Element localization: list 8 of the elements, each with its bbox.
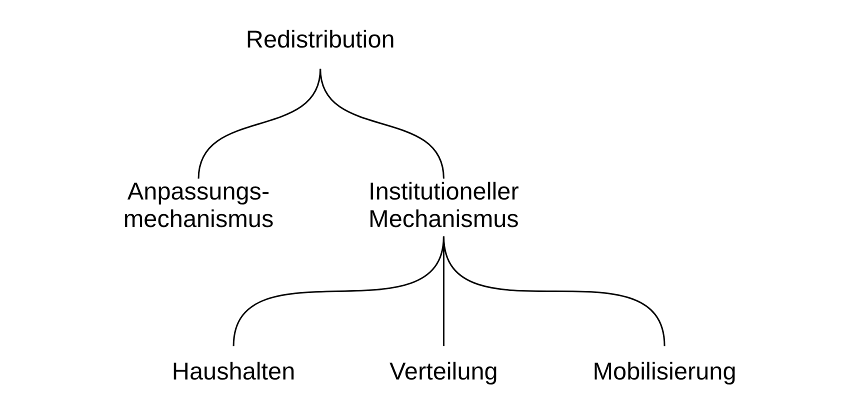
connector <box>320 68 444 179</box>
node-text: Anpassungs- mechanismus <box>123 178 274 233</box>
node-text: Mobilisierung <box>592 358 736 386</box>
node-text: Haushalten <box>172 358 296 386</box>
connector <box>442 236 666 346</box>
node-text: Institutioneller Mechanismus <box>368 178 519 233</box>
node-text: Redistribution <box>246 26 395 54</box>
node-text: Verteilung <box>390 358 498 386</box>
